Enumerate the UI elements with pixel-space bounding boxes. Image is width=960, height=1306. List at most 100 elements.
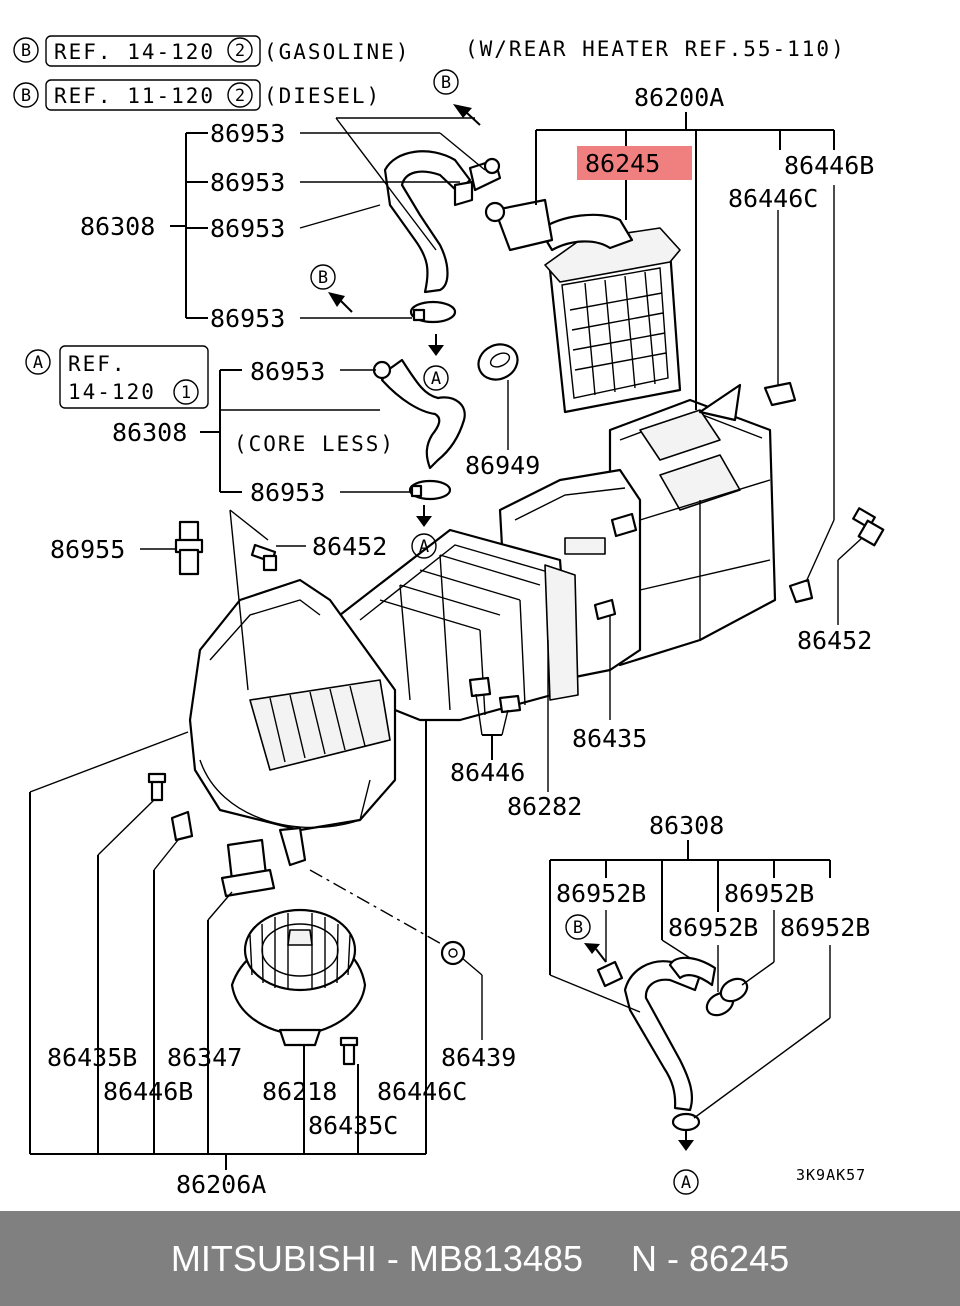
label-86953-4[interactable]: 86953 — [210, 304, 285, 333]
label-86308-mid[interactable]: 86308 — [112, 418, 187, 447]
marker-a-2: A — [419, 537, 429, 557]
ref-a-box: A REF. 14-120 1 — [25, 345, 209, 409]
clips-86446 — [468, 676, 522, 714]
label-86308-right[interactable]: 86308 — [649, 811, 724, 840]
rear-clamps — [705, 977, 749, 1017]
ref-gasoline-num: 2 — [235, 41, 245, 61]
label-86952B-1[interactable]: 86952B — [556, 879, 646, 908]
label-86949[interactable]: 86949 — [465, 451, 540, 480]
arrows — [328, 104, 694, 1151]
label-86200A: 86200A — [634, 83, 724, 112]
nut-86439 — [440, 940, 466, 966]
ref-diesel-text: REF. 11-120 — [54, 84, 215, 108]
ref-gasoline-num-circle — [227, 37, 253, 63]
arrow-b-mid — [328, 292, 345, 307]
label-86953-1[interactable]: 86953 — [210, 119, 285, 148]
highlight-86245 — [577, 146, 692, 180]
blower-fan-blades — [249, 913, 351, 990]
label-86953-3[interactable]: 86953 — [210, 214, 285, 243]
label-86435B[interactable]: 86435B — [47, 1043, 137, 1072]
ref-a-line2: 14-120 — [68, 380, 156, 404]
marker-a-1: A — [431, 369, 441, 389]
ref-gasoline-note: (GASOLINE) — [264, 40, 410, 64]
arrow-b-top — [453, 104, 472, 118]
ref-gasoline-marker-circle — [13, 37, 39, 63]
footer-ref: N - 86245 — [631, 1237, 790, 1279]
rear-heater-hose — [623, 956, 717, 1132]
ref-diesel: B REF. 11-120 2 (DIESEL) — [13, 79, 381, 111]
marker-b-1: B — [441, 73, 451, 93]
label-86952B-3[interactable]: 86952B — [668, 913, 758, 942]
leader-lines — [29, 112, 863, 1170]
ref-gasoline-marker: B — [21, 41, 31, 61]
grommet — [477, 343, 519, 381]
clip-right — [788, 578, 814, 604]
diagram-canvas: B REF. 14-120 2 (GASOLINE) (W/REAR HEATE… — [13, 35, 885, 1199]
aspirator — [174, 520, 204, 576]
arrow-b-rear — [584, 943, 600, 954]
clip-86446B — [170, 810, 194, 842]
ref-a-marker: A — [33, 353, 43, 373]
label-86452-left[interactable]: 86452 — [312, 532, 387, 561]
ref-diesel-note: (DIESEL) — [264, 84, 381, 108]
arrow-a-rear — [678, 1140, 694, 1151]
ref-gasoline-text: REF. 14-120 — [54, 40, 215, 64]
label-86446B-top[interactable]: 86446B — [784, 151, 874, 180]
screw-86435 — [593, 598, 617, 621]
label-86446C-top[interactable]: 86446C — [728, 184, 818, 213]
label-86435[interactable]: 86435 — [572, 724, 647, 753]
ref-gasoline: B REF. 14-120 2 (GASOLINE) — [13, 35, 410, 67]
bolt-right — [852, 507, 885, 547]
screw-left — [250, 543, 278, 572]
ref-a-line1: REF. — [68, 352, 127, 376]
clip-top — [763, 381, 797, 407]
label-86282[interactable]: 86282 — [507, 792, 582, 821]
screw-86435B — [147, 772, 167, 802]
label-86206A[interactable]: 86206A — [176, 1170, 266, 1199]
evaporator-ribs — [379, 554, 541, 716]
marker-b-2: B — [318, 268, 328, 288]
label-86347[interactable]: 86347 — [167, 1043, 242, 1072]
arrow-a-1 — [428, 345, 444, 356]
label-86446C-bot[interactable]: 86446C — [377, 1077, 467, 1106]
label-86952B-2[interactable]: 86952B — [724, 879, 814, 908]
footer-brand: MITSUBISHI - MB813485 — [170, 1237, 584, 1279]
label-86953-2[interactable]: 86953 — [210, 168, 285, 197]
label-86308-top[interactable]: 86308 — [80, 212, 155, 241]
part-labels: 86200A 86245 86446B 86446C 86953 86953 8… — [47, 83, 874, 1199]
ref-diesel-num: 2 — [235, 86, 245, 106]
ref-gasoline-box — [45, 35, 261, 67]
ref-a-marker-circle — [25, 349, 51, 375]
label-86439[interactable]: 86439 — [441, 1043, 516, 1072]
screw-86435C — [339, 1036, 359, 1066]
heater-core-fins — [569, 271, 667, 396]
label-86435C[interactable]: 86435C — [308, 1111, 398, 1140]
label-86446B-bot[interactable]: 86446B — [103, 1077, 193, 1106]
arrow-a-2 — [416, 516, 432, 527]
marker-b-3: B — [573, 918, 583, 938]
drawing-code: 3K9AK57 — [796, 1166, 866, 1184]
label-86955[interactable]: 86955 — [50, 535, 125, 564]
ref-diesel-marker: B — [21, 86, 31, 106]
label-86953-5[interactable]: 86953 — [250, 357, 325, 386]
resistor-86347 — [220, 838, 276, 898]
blower-motor — [230, 908, 367, 1047]
ref-diesel-marker-circle — [13, 82, 39, 108]
ref-a-frame — [59, 345, 209, 409]
label-86245[interactable]: 86245 — [585, 149, 660, 178]
rear-heater-note: (W/REAR HEATER REF.55-110) — [465, 37, 846, 61]
heater-hose-upper — [383, 150, 502, 294]
label-86452-right[interactable]: 86452 — [797, 626, 872, 655]
label-86952B-4[interactable]: 86952B — [780, 913, 870, 942]
label-86446[interactable]: 86446 — [450, 758, 525, 787]
clamp-upper — [409, 300, 457, 324]
label-86953-6[interactable]: 86953 — [250, 478, 325, 507]
marker-a-3: A — [681, 1173, 691, 1193]
heater-core — [484, 198, 682, 414]
markers: B B A A B A — [310, 69, 699, 1195]
label-86218[interactable]: 86218 — [262, 1077, 337, 1106]
blower-case — [188, 578, 397, 867]
heater-hose-lower — [372, 358, 466, 470]
ref-a-num-circle — [173, 379, 199, 405]
